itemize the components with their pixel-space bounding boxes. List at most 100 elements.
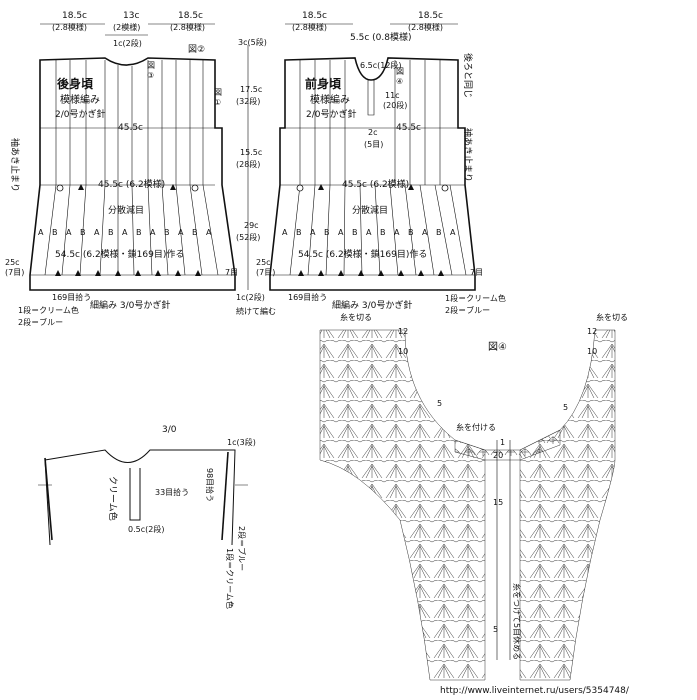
front-sleeve-stop: 袖あき止まり <box>462 128 474 182</box>
svg-text:B: B <box>324 228 330 237</box>
back-top-mid-width: 13c <box>123 11 139 21</box>
front-slit: 11c <box>385 91 400 100</box>
chart-row5-bottom: 5 <box>493 625 498 634</box>
back-side-left: 25c <box>5 258 20 267</box>
finishing-sketch: 3/0 1c(3段) クリーム色 33目拾う 0.5c(2段) 98目拾う 2段… <box>38 425 256 609</box>
svg-text:A: A <box>422 228 428 237</box>
front-outline <box>269 57 476 291</box>
chart-left-yoke <box>319 329 486 681</box>
front-slit-width-sub: (5目) <box>364 140 383 149</box>
back-title: 後身頃 <box>57 76 94 91</box>
front-hem-width: 54.5c (6.2模様・鎖169目)作る <box>298 248 427 260</box>
front-hook: 2/0号かぎ針 <box>306 108 357 120</box>
front-slit-sub: (20段) <box>383 100 407 110</box>
measure-continue: 続けて編む <box>236 306 276 316</box>
chart-row10-left: 10 <box>398 347 408 356</box>
finishing-pick-98: 98目拾う <box>205 468 215 502</box>
chart-fig-label: 図④ <box>488 341 507 353</box>
back-fig-tag1: 図 <box>147 61 155 70</box>
back-top-left-sub: (2.8模様) <box>52 22 87 32</box>
finishing-color-cream: クリーム色 <box>107 476 119 521</box>
front-bodice-diagram: 18.5c (2.8模様) 5.5c (0.8模様) 18.5c (2.8模様)… <box>256 11 506 315</box>
back-fig-tag1-num: ③ <box>147 71 154 80</box>
svg-text:A: A <box>282 228 288 237</box>
svg-text:A: A <box>394 228 400 237</box>
front-subtitle: 模様編み <box>310 93 350 106</box>
svg-text:A: A <box>94 228 100 237</box>
back-sleeve-stop: 袖あき止まり <box>9 138 21 192</box>
back-fig-tag2-num: ① <box>214 98 221 107</box>
front-side-left: 25c <box>256 258 271 267</box>
chart-cut-right: 糸を切る <box>596 312 628 322</box>
front-neck-drop: 6.5c(12段) <box>360 60 402 70</box>
back-edging-label: 細編み 3/0号かぎ針 <box>90 299 170 311</box>
svg-text:A: A <box>206 228 212 237</box>
front-color2: 2段＝ブルー <box>445 305 490 315</box>
svg-text:B: B <box>352 228 358 237</box>
svg-text:A: A <box>150 228 156 237</box>
svg-text:B: B <box>192 228 198 237</box>
chart-row10-right: 10 <box>587 347 597 356</box>
back-color1: 1段＝クリーム色 <box>18 305 79 315</box>
svg-text:A: A <box>178 228 184 237</box>
front-waist-width: 45.5c (6.2模様) <box>342 178 409 190</box>
svg-text:A: A <box>122 228 128 237</box>
front-top-mid-width: 5.5c (0.8模様) <box>350 31 411 43</box>
finishing-slit-rows: 0.5c(2段) <box>128 524 164 534</box>
chart-row5-left: 5 <box>437 399 442 408</box>
svg-text:B: B <box>80 228 86 237</box>
front-pick-up: 169目拾う <box>288 292 327 302</box>
front-top-left-width: 18.5c <box>302 11 327 21</box>
front-same-as-back: 後ろと同じ <box>462 53 474 98</box>
back-color2: 2段＝ブルー <box>18 317 63 327</box>
measure-h2-sub: (32段) <box>236 96 260 106</box>
chart-right-yoke <box>519 329 616 681</box>
front-color1: 1段＝クリーム色 <box>445 293 506 303</box>
svg-text:A: A <box>338 228 344 237</box>
front-side-right: 7目 <box>470 268 483 277</box>
front-top-left-sub: (2.8模様) <box>292 22 327 32</box>
vertical-measurements: 3c(5段) 17.5c (32段) 15.5c (28段) 29c (52段)… <box>236 37 276 316</box>
finishing-row1-cream: 1段＝クリーム色 <box>225 548 235 609</box>
front-slit-width: 2c <box>368 128 378 137</box>
front-top-right-width: 18.5c <box>418 11 443 21</box>
svg-text:B: B <box>380 228 386 237</box>
front-fig-tag-num: ④ <box>396 77 403 86</box>
front-decrease-label: 分散減目 <box>352 204 388 216</box>
measure-h5: 1c(2段) <box>236 292 265 302</box>
svg-text:B: B <box>136 228 142 237</box>
svg-text:B: B <box>108 228 114 237</box>
front-side-left-sub: (7目) <box>256 268 275 277</box>
finishing-row2-blue: 2段＝ブルー <box>237 526 247 571</box>
svg-text:A: A <box>450 228 456 237</box>
chart-join-right: 糸をつけて5目休める <box>512 583 522 660</box>
back-bodice-diagram: 18.5c (2.8模様) 13c (2模様) 18.5c (2.8模様) 1c… <box>5 11 238 327</box>
svg-text:B: B <box>52 228 58 237</box>
chart-neck-band <box>454 429 561 461</box>
back-top-right-sub: (2.8模様) <box>170 22 205 32</box>
back-side-left-sub: (7目) <box>5 268 24 277</box>
back-outline <box>29 57 236 291</box>
svg-text:B: B <box>408 228 414 237</box>
svg-text:B: B <box>296 228 302 237</box>
back-fig-tag3: 図② <box>188 44 205 55</box>
chart-row12-right: 12 <box>587 327 597 336</box>
back-side-right: 7目 <box>225 268 238 277</box>
svg-text:A: A <box>66 228 72 237</box>
svg-text:B: B <box>164 228 170 237</box>
chart-row1: 1 <box>500 438 505 447</box>
measure-h4-sub: (52段) <box>236 232 260 242</box>
chart-row5-right: 5 <box>563 403 568 412</box>
svg-text:A: A <box>310 228 316 237</box>
front-edging-label: 細編み 3/0号かぎ針 <box>332 299 412 311</box>
front-top-right-sub: (2.8模様) <box>408 22 443 32</box>
chart-row15: 15 <box>493 498 503 507</box>
stitch-chart: 図④ 糸を切る 糸を切る 糸を付ける 糸をつけて5目休める 12 10 5 12… <box>319 312 628 681</box>
back-pick-up: 169目拾う <box>52 292 91 302</box>
measure-h1: 3c(5段) <box>238 37 267 47</box>
back-neck-rows: 1c(2段) <box>113 38 142 48</box>
back-bust-width: 45.5c <box>118 123 143 133</box>
